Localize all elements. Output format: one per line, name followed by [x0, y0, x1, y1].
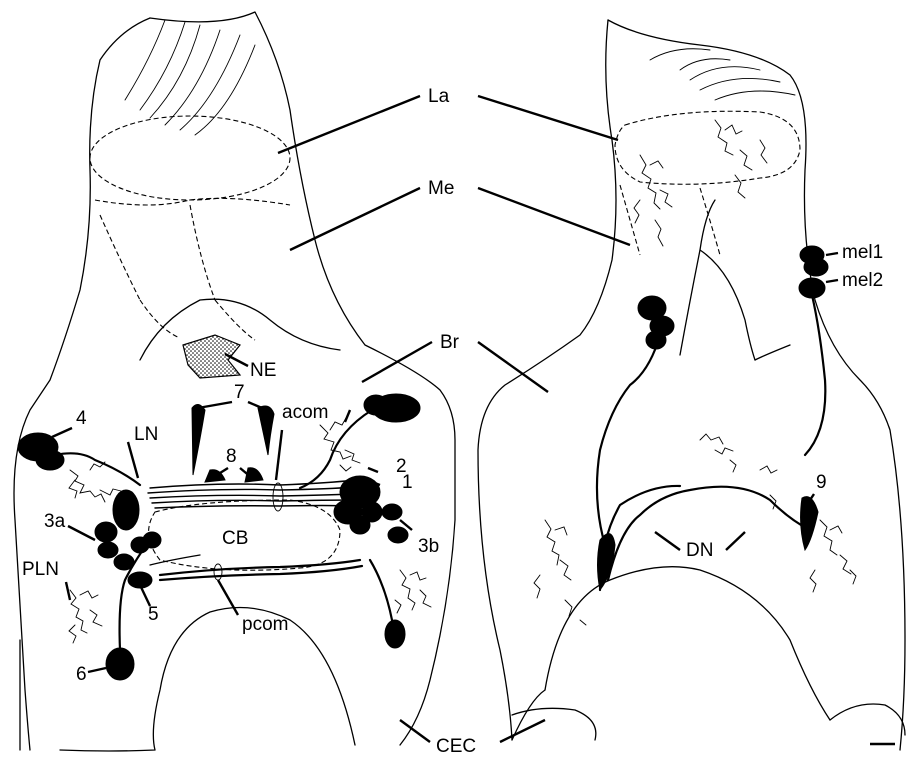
label-neuron-9: 9: [816, 472, 827, 493]
label-pcom: pcom: [242, 614, 288, 635]
label-mel2: mel2: [842, 270, 883, 291]
pcom-ring: [214, 564, 222, 580]
label-acom: acom: [282, 402, 328, 423]
label-me: Me: [428, 178, 454, 199]
label-neuron-5: 5: [148, 604, 159, 625]
label-cb: CB: [222, 528, 248, 549]
label-br: Br: [440, 332, 460, 353]
label-neuron-8: 8: [226, 446, 237, 467]
label-cec: CEC: [436, 736, 476, 757]
right-neuropil-dashes: [615, 111, 800, 255]
label-la: La: [428, 86, 450, 107]
label-neuron-4: 4: [76, 408, 87, 429]
label-pln: PLN: [22, 559, 59, 580]
label-neuron-3a: 3a: [44, 511, 66, 532]
label-ne: NE: [250, 360, 276, 381]
left-lamina-lines: [125, 20, 255, 135]
label-dn: DN: [686, 540, 713, 561]
label-neuron-6: 6: [76, 664, 87, 685]
label-neuron-3b: 3b: [418, 536, 439, 557]
label-mel1: mel1: [842, 242, 883, 263]
right-lamina-lines: [650, 49, 795, 100]
acom-ring: [273, 483, 283, 511]
label-ln: LN: [134, 424, 158, 445]
label-neuron-7: 7: [234, 382, 245, 403]
labels: La Me Br NE LN acom pcom CB PLN CEC DN m…: [22, 86, 883, 757]
label-neuron-2: 2: [396, 456, 407, 477]
right-brain-outline: [478, 20, 905, 750]
